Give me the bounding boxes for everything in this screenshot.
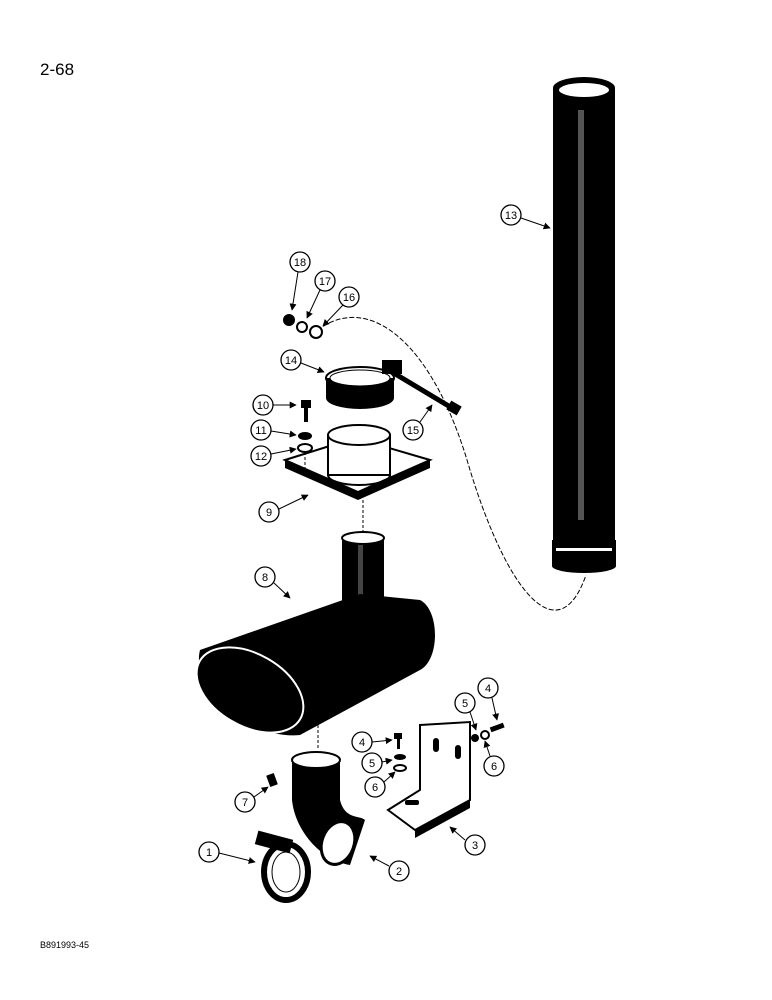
callout-16: 16 <box>322 286 360 327</box>
callout-9: 9 <box>258 494 309 523</box>
callout-4-right: 4 <box>477 677 500 721</box>
callout-6-right: 6 <box>483 740 505 777</box>
svg-text:16: 16 <box>343 292 355 304</box>
svg-text:6: 6 <box>372 782 378 794</box>
callout-5-left: 5 <box>361 752 393 774</box>
svg-text:5: 5 <box>462 698 468 710</box>
figure-code: B891993-45 <box>40 940 90 950</box>
lead-line-tailpipe <box>311 316 587 611</box>
svg-text:17: 17 <box>319 276 331 288</box>
callout-17: 17 <box>306 270 336 319</box>
svg-text:1: 1 <box>206 847 212 859</box>
callout-13: 13 <box>500 204 551 230</box>
callout-11: 11 <box>250 419 297 441</box>
svg-text:14: 14 <box>285 355 297 367</box>
callout-15: 15 <box>402 404 433 441</box>
callout-6-left: 6 <box>364 771 396 798</box>
svg-text:3: 3 <box>472 840 478 852</box>
elbow-pipe <box>291 715 365 866</box>
flange-plate <box>282 424 433 500</box>
callout-12: 12 <box>250 445 297 467</box>
page-number: 2-68 <box>40 60 75 79</box>
mounting-bracket <box>386 720 471 838</box>
callout-5-right: 5 <box>454 692 478 731</box>
callout-4-left: 4 <box>351 731 393 753</box>
svg-text:10: 10 <box>257 400 269 412</box>
svg-text:4: 4 <box>359 737 365 749</box>
callout-7: 7 <box>234 786 269 813</box>
callout-2: 2 <box>369 855 410 882</box>
nut-washer-set <box>283 314 323 339</box>
clamp-lower <box>254 830 311 903</box>
callout-1: 1 <box>198 841 256 864</box>
callout-10: 10 <box>252 394 297 416</box>
svg-text:13: 13 <box>505 210 517 222</box>
svg-text:12: 12 <box>255 451 267 463</box>
tail-pipe <box>552 77 616 573</box>
svg-text:18: 18 <box>294 257 306 269</box>
svg-text:7: 7 <box>242 797 248 809</box>
bolt-washer-set <box>297 400 313 453</box>
muffler <box>195 531 435 736</box>
callout-14: 14 <box>280 349 325 373</box>
clamp-upper <box>325 360 462 416</box>
svg-text:9: 9 <box>266 507 272 519</box>
svg-text:5: 5 <box>369 758 375 770</box>
svg-text:8: 8 <box>262 572 268 584</box>
callout-8: 8 <box>254 566 291 599</box>
callout-3: 3 <box>449 826 486 856</box>
svg-text:11: 11 <box>255 425 266 437</box>
svg-text:2: 2 <box>396 866 402 878</box>
callout-18: 18 <box>289 251 311 311</box>
bracket-hardware <box>266 722 505 788</box>
svg-text:6: 6 <box>491 761 497 773</box>
svg-text:4: 4 <box>485 683 491 695</box>
svg-text:15: 15 <box>407 425 419 437</box>
